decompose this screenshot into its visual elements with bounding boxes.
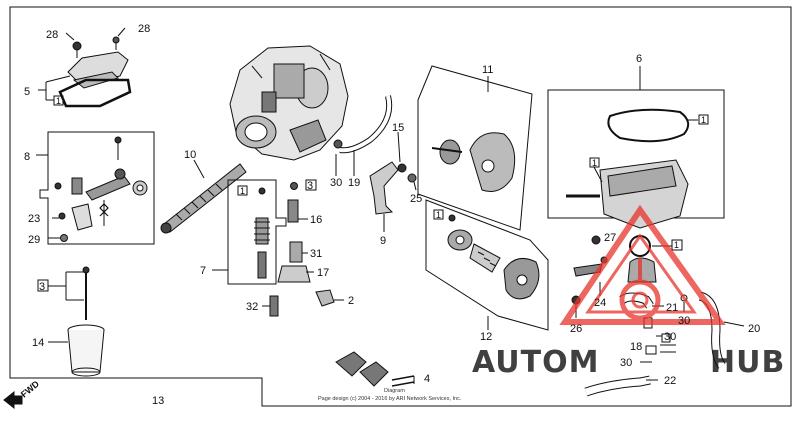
watermark-brand-right: HUB — [710, 345, 785, 380]
label-20: 20 — [748, 323, 760, 335]
outer-border — [9, 6, 792, 407]
label-2: 2 — [348, 295, 354, 307]
label-31: 31 — [310, 248, 322, 260]
label-32: 32 — [246, 301, 258, 313]
label-9: 9 — [380, 235, 386, 247]
part-group-11 — [417, 65, 533, 231]
label-18: 18 — [630, 341, 642, 353]
label-27: 27 — [604, 232, 616, 244]
label-29: 29 — [28, 234, 40, 246]
fwd-arrow — [3, 390, 23, 410]
vent-tube-19 — [335, 95, 393, 176]
ref-box-label: 1 — [240, 186, 245, 196]
label-26: 26 — [570, 323, 582, 335]
label-17: 17 — [317, 267, 329, 279]
label-8: 8 — [24, 151, 30, 163]
label-7: 7 — [200, 265, 206, 277]
ref-box-1 — [53, 95, 64, 106]
copyright-text: Page design (c) 2004 - 2016 by ARI Netwo… — [318, 396, 462, 402]
label-4: 4 — [424, 373, 430, 385]
label-5: 5 — [24, 86, 30, 98]
label-30a: 30 — [330, 177, 342, 189]
label-15: 15 — [392, 122, 404, 134]
label-19: 19 — [348, 177, 360, 189]
label-6: 6 — [636, 53, 642, 65]
label-28a: 28 — [46, 29, 58, 41]
label-21: 21 — [666, 302, 678, 314]
watermark-brand-left: AUTOM — [472, 345, 599, 380]
carburetor-body — [229, 45, 349, 161]
label-13: 13 — [152, 395, 164, 407]
label-16: 16 — [310, 214, 322, 226]
label-12: 12 — [480, 331, 492, 343]
watermark-logo — [559, 204, 726, 325]
label-25: 25 — [410, 193, 422, 205]
label-3b: 3 — [39, 281, 45, 293]
label-30d: 30 — [620, 357, 632, 369]
label-30c: 30 — [664, 331, 676, 343]
part-group-14 — [37, 266, 105, 377]
part-group-8 — [36, 131, 155, 245]
label-30b: 30 — [678, 315, 690, 327]
label-11: 11 — [482, 64, 493, 76]
label-24: 24 — [594, 297, 606, 309]
part-group-7 — [212, 179, 344, 317]
ref-box-label: 1 — [701, 115, 706, 125]
part-group-9 — [369, 131, 417, 232]
ref-box-label: 1 — [56, 96, 61, 106]
part-group-12 — [425, 199, 549, 331]
diagram-caption: Diagram — [384, 388, 405, 394]
label-22: 22 — [664, 375, 676, 387]
part-group-5 — [38, 27, 132, 108]
part-number-labels: 28 28 5 8 23 29 10 7 3 16 31 17 32 2 3 1… — [19, 23, 760, 407]
ref-box-label: 1 — [674, 240, 679, 250]
label-28b: 28 — [138, 23, 150, 35]
ref-box-label: 1 — [436, 210, 441, 220]
label-23: 23 — [28, 213, 40, 225]
part-group-4 — [335, 351, 415, 387]
label-10: 10 — [184, 149, 196, 161]
label-14: 14 — [32, 337, 44, 349]
part-group-10 — [160, 159, 247, 234]
ref-box-labels: 1 1 1 1 1 1 — [56, 96, 706, 250]
ref-box-label: 1 — [592, 158, 597, 168]
label-fwd: FWD — [19, 378, 42, 399]
label-3a: 3 — [307, 180, 313, 192]
